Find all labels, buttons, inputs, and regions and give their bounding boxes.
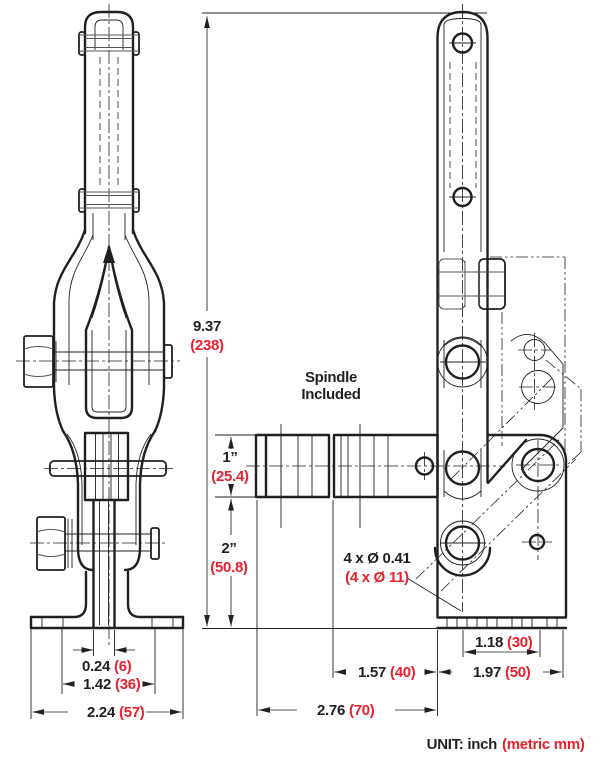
dim-foot-width-inch: 2.24 <box>87 704 116 721</box>
dim-foot-hole-spacing-inch: 1.42 <box>83 676 111 693</box>
dim-base-width-metric: (50) <box>505 664 531 681</box>
unit-note-metric: (metric mm) <box>502 736 585 753</box>
holes-callout-inch: 4 x Ø 0.41 <box>343 550 410 567</box>
handle-outline <box>83 10 135 235</box>
dim-base-lower-height-inch: 2” <box>221 540 236 557</box>
holes-callout-metric: (4 x Ø 11) <box>345 569 409 586</box>
toggle-link <box>486 433 568 619</box>
unit-note-label: UNIT: inch <box>427 736 497 753</box>
dim-base-hole-spacing-inch: 1.18 <box>475 634 503 651</box>
handle-pin-lower <box>78 188 140 213</box>
dim-foot-hole-spacing-metric: (36) <box>115 676 141 693</box>
dim-overall-reach-inch: 2.76 <box>317 702 345 719</box>
phantom-open-position <box>415 256 582 592</box>
spindle <box>254 424 439 528</box>
base-flange <box>436 616 568 630</box>
stem <box>92 498 116 629</box>
upper-pivot-bolt <box>23 335 173 388</box>
dimension-lines <box>30 12 564 719</box>
spindle-note-line1: Spindle <box>305 369 357 386</box>
arm-holes <box>414 32 556 566</box>
handle-pin-upper <box>78 31 140 56</box>
spindle-block <box>83 431 130 502</box>
dim-overall-reach-metric: (70) <box>349 702 375 719</box>
dim-overall-height-inch: 9.37 <box>193 318 221 335</box>
dim-slot-width-inch: 0.24 <box>82 658 111 675</box>
front-view <box>16 4 185 648</box>
dim-throat-depth-inch: 1.57 <box>358 664 386 681</box>
hex-nut <box>438 258 506 310</box>
holes-callout-leader <box>406 577 462 612</box>
side-view <box>246 4 582 630</box>
dim-base-lower-height-metric: (50.8) <box>210 559 248 576</box>
spindle-note-line2: Included <box>301 386 360 403</box>
dim-spindle-thread-metric: (25.4) <box>211 468 249 485</box>
dim-slot-width-metric: (6) <box>114 658 132 675</box>
dimension-labels: 9.37 (238) Spindle Included 1” (25.4) 2”… <box>82 318 585 753</box>
base-foot <box>29 570 185 630</box>
dim-spindle-thread-inch: 1” <box>222 449 237 466</box>
dim-foot-width-metric: (57) <box>119 704 145 721</box>
dim-base-width-inch: 1.97 <box>473 664 501 681</box>
dim-base-hole-spacing-metric: (30) <box>507 634 533 651</box>
dim-overall-height-metric: (238) <box>190 337 224 354</box>
clamp-arm-outline <box>436 10 489 619</box>
lower-clamp-bolt <box>36 516 160 571</box>
dim-throat-depth-metric: (40) <box>390 664 416 681</box>
collar <box>49 460 167 477</box>
